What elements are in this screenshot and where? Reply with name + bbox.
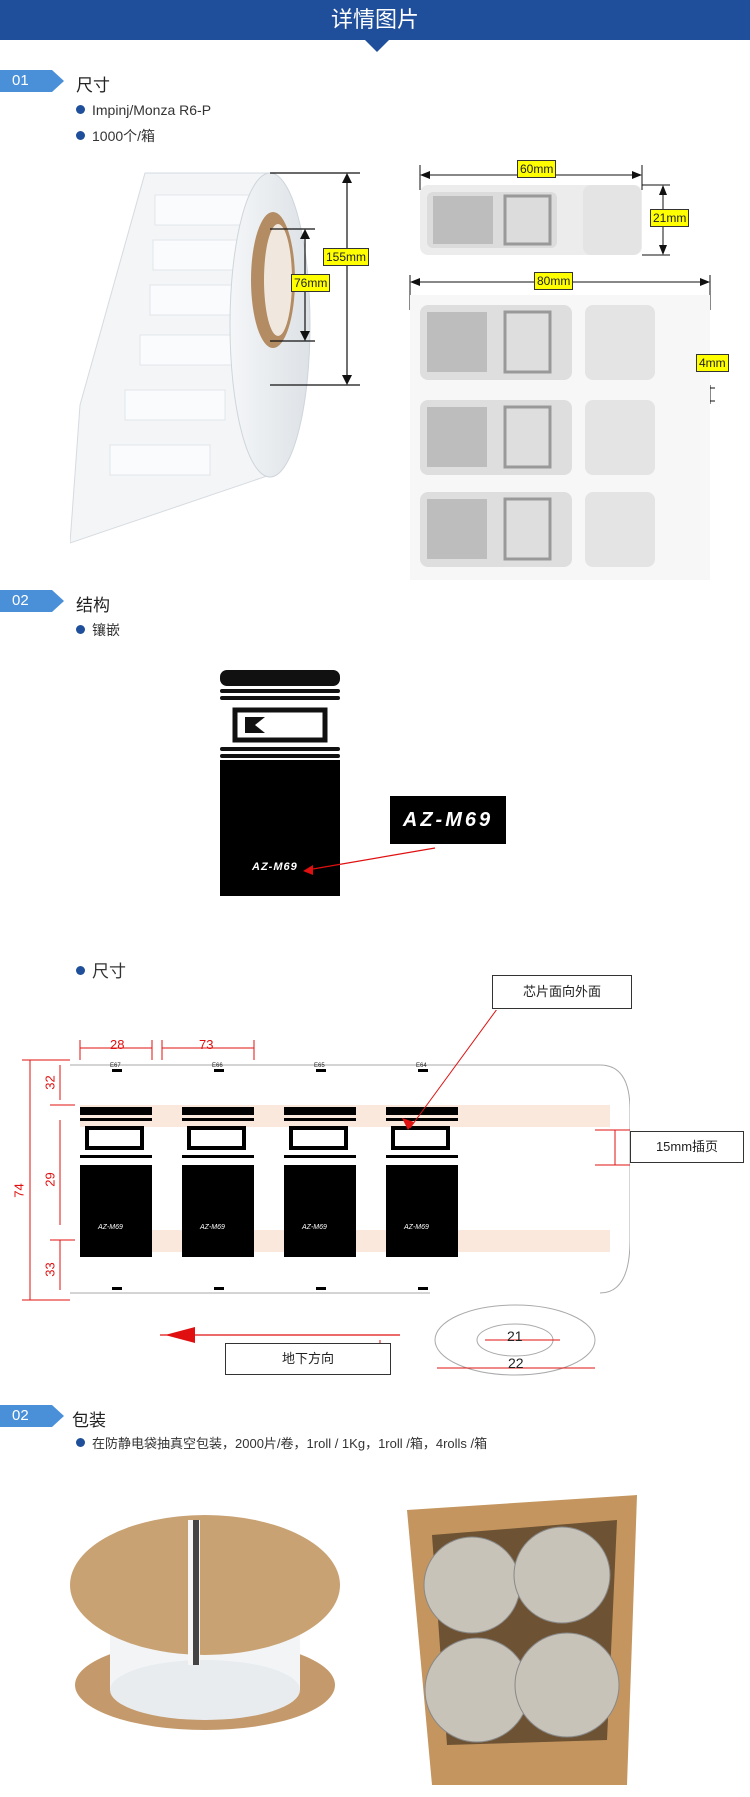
bullet-dot xyxy=(76,1438,85,1448)
tag-model-small: AZ-M69 xyxy=(252,861,298,873)
core-diameter-label: 76mm xyxy=(291,274,331,292)
dim-29: 29 xyxy=(42,1172,58,1187)
tag-model-label: AZ-M69 xyxy=(200,1224,225,1231)
bullet-item: 1000个/箱 xyxy=(76,126,155,146)
page-header: 详情图片 xyxy=(0,0,750,40)
tag-code: E67 xyxy=(110,1063,121,1069)
dim-74: 74 xyxy=(11,1183,27,1198)
dim-32: 32 xyxy=(42,1075,58,1090)
tag-width-label: 60mm xyxy=(517,160,557,178)
tag-model-label: AZ-M69 xyxy=(302,1224,327,1231)
header-title: 详情图片 xyxy=(330,7,419,32)
section-title: 包装 xyxy=(72,1411,106,1430)
tag-model-label: AZ-M69 xyxy=(404,1224,429,1231)
tag-code: E66 xyxy=(212,1063,223,1069)
dim-73: 73 xyxy=(199,1037,214,1052)
bullet-item: Impinj/Monza R6-P xyxy=(76,102,211,118)
tag-code: E64 xyxy=(416,1063,427,1069)
bullet-dot xyxy=(76,130,85,140)
roll-height-label: 155mm xyxy=(323,248,370,266)
bullet-item: 在防静电袋抽真空包装，2000片/卷，1roll / 1Kg，1roll /箱，… xyxy=(76,1433,487,1452)
tag-gap-label: 4mm xyxy=(696,354,729,372)
dim-33: 33 xyxy=(42,1262,58,1277)
section-title: 尺寸 xyxy=(76,76,110,95)
bullet-item: 镶嵌 xyxy=(76,620,120,640)
bullet-dot xyxy=(76,966,85,976)
model-badge: AZ-M69 xyxy=(390,796,506,844)
tag-model-label: AZ-M69 xyxy=(98,1224,123,1231)
dim-28: 28 xyxy=(110,1037,125,1052)
header-arrow xyxy=(365,40,389,52)
dim-21: 21 xyxy=(507,1328,523,1344)
bullet-dot xyxy=(76,104,85,114)
section-number-tag: 02 xyxy=(0,590,64,612)
roll-layout-diagram xyxy=(22,1010,630,1376)
section-number-tag: 01 xyxy=(0,70,64,92)
direction-note: 地下方向 xyxy=(225,1343,391,1375)
bullet-item: 尺寸 xyxy=(76,957,126,982)
bullet-dot xyxy=(76,624,85,634)
carton-box-photo xyxy=(407,1495,637,1785)
tag-dimension-photo xyxy=(409,165,715,580)
dim-22: 22 xyxy=(508,1355,524,1371)
tag-code: E65 xyxy=(314,1063,325,1069)
label-roll-photo xyxy=(70,172,311,544)
section-title: 结构 xyxy=(76,596,110,615)
spool-photo xyxy=(70,1515,340,1730)
roll-dimension-lines xyxy=(270,172,360,386)
section-number-tag: 02 xyxy=(0,1405,64,1427)
tag-height-label: 21mm xyxy=(650,209,690,227)
tag-pitch-label: 80mm xyxy=(534,272,574,290)
structure-diagram xyxy=(220,670,436,896)
insert-note: 15mm插页 xyxy=(630,1131,744,1163)
chip-direction-note: 芯片面向外面 xyxy=(492,975,632,1009)
